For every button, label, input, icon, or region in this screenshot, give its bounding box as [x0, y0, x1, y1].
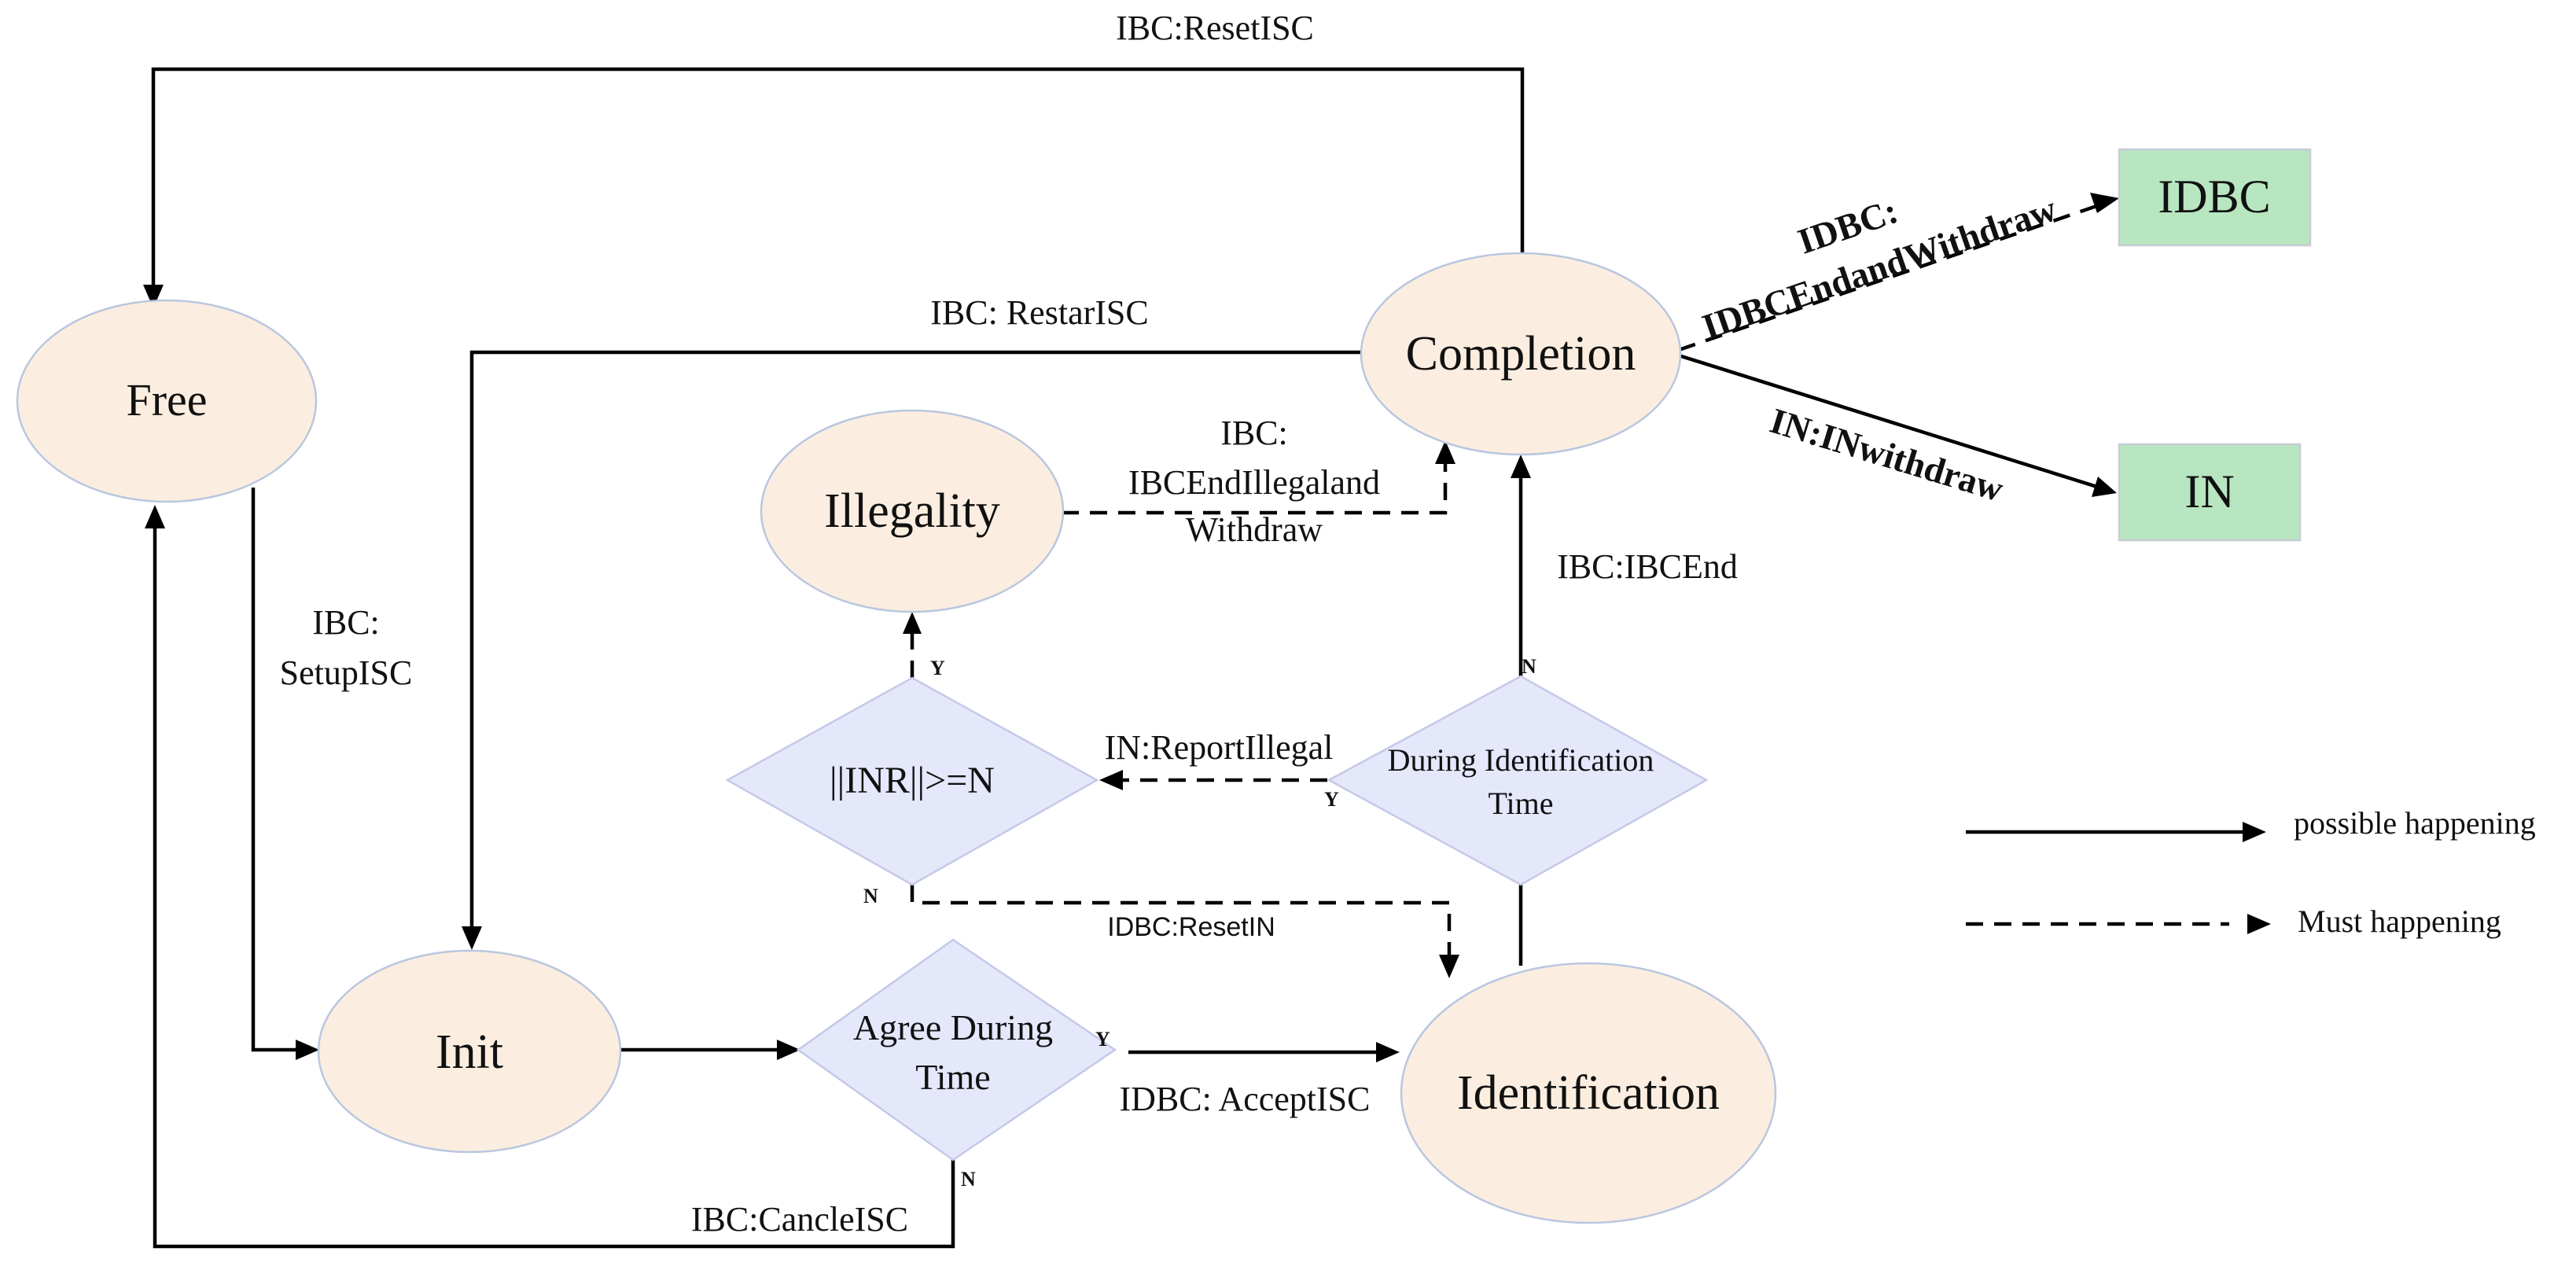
state-init-label: Init [436, 1025, 503, 1079]
terminal-in [2118, 443, 2302, 542]
arrowhead [2243, 822, 2266, 842]
decision-agree-label-line1: Agree During [853, 1007, 1053, 1047]
decision-during-identification-time [1327, 675, 1709, 886]
arrowhead [462, 926, 482, 950]
edge-label-reset-in: IDBC:ResetIN [1107, 912, 1275, 942]
arrowhead [2247, 914, 2271, 934]
legend: possible happening Must happening [1966, 805, 2536, 939]
edge-reset-isc [151, 67, 1525, 295]
decision-inr [725, 676, 1099, 886]
edge-label-ibc-end: IBC:IBCEnd [1557, 547, 1738, 586]
edge-label-end-illegal-line1: IBC: [1220, 414, 1288, 452]
arrowhead [1439, 955, 1459, 978]
state-identification [1400, 962, 1777, 1224]
edge-label-end-illegal-line2: IBCEndIllegaland [1128, 463, 1380, 502]
arrowhead [143, 285, 164, 308]
edge-label-reset-isc: IBC:ResetISC [1116, 9, 1314, 47]
edge-label-report-illegal: IN:ReportIllegal [1105, 728, 1334, 767]
decision-agree-during-time [796, 938, 1117, 1161]
edge-in-withdraw [1678, 353, 2100, 490]
arrowhead [1435, 440, 1455, 464]
edge-label-accept-isc: IDBC: AcceptISC [1120, 1080, 1371, 1118]
branch-mark-n: N [863, 885, 878, 907]
legend-solid-label: possible happening [2294, 805, 2536, 841]
decision-agree-label-line2: Time [915, 1057, 990, 1097]
branch-mark-y: Y [1324, 788, 1339, 811]
edge-label-restar-isc: IBC: RestarISC [930, 293, 1148, 332]
edge-label-end-illegal-line3: Withdraw [1186, 510, 1323, 549]
edge-end-illegal [1062, 460, 1448, 515]
arrowhead [903, 612, 922, 634]
terminal-idbc [2118, 148, 2312, 247]
edge-label-cancle-isc: IBC:CancleISC [691, 1200, 908, 1239]
decision-during-label-line1: During Identification [1388, 742, 1654, 778]
edge-label-setup-line2: SetupISC [280, 653, 413, 692]
state-init [317, 949, 622, 1154]
state-illegality-label: Illegality [824, 484, 1000, 538]
legend-dashed-label: Must happening [2298, 904, 2501, 939]
arrowhead [2090, 193, 2119, 213]
arrowhead [1099, 770, 1123, 790]
edge-setup-isc [251, 488, 305, 1052]
state-illegality [760, 409, 1065, 613]
edge-reset-in [910, 885, 1452, 963]
edge-label-setup-line1: IBC: [312, 603, 380, 642]
decision-during-label-line2: Time [1488, 786, 1553, 821]
branch-mark-n: N [1522, 655, 1536, 678]
edge-idbc-withdraw [1678, 202, 2102, 352]
state-completion [1360, 252, 1682, 456]
state-free-label: Free [126, 374, 207, 425]
arrowhead [1376, 1042, 1400, 1062]
arrowhead [777, 1040, 800, 1060]
state-free [16, 299, 318, 503]
terminal-in-label: IN [2184, 466, 2234, 517]
edge-cancle-isc [153, 519, 955, 1249]
edge-label-in-withdraw: IN:INwithdraw [1765, 400, 2007, 509]
arrowhead [2092, 477, 2117, 497]
branch-mark-n: N [961, 1168, 976, 1191]
edge-restar-isc [469, 350, 1360, 936]
state-identification-label: Identification [1457, 1066, 1720, 1120]
arrowhead [296, 1040, 319, 1060]
decision-inr-label: ||INR||>=N [830, 760, 995, 801]
branch-mark-y: Y [1095, 1028, 1110, 1051]
arrowhead [1511, 455, 1531, 478]
branch-mark-y: Y [930, 657, 945, 679]
state-completion-label: Completion [1406, 327, 1636, 381]
arrowhead [145, 505, 165, 528]
terminal-idbc-label: IDBC [2158, 171, 2270, 223]
